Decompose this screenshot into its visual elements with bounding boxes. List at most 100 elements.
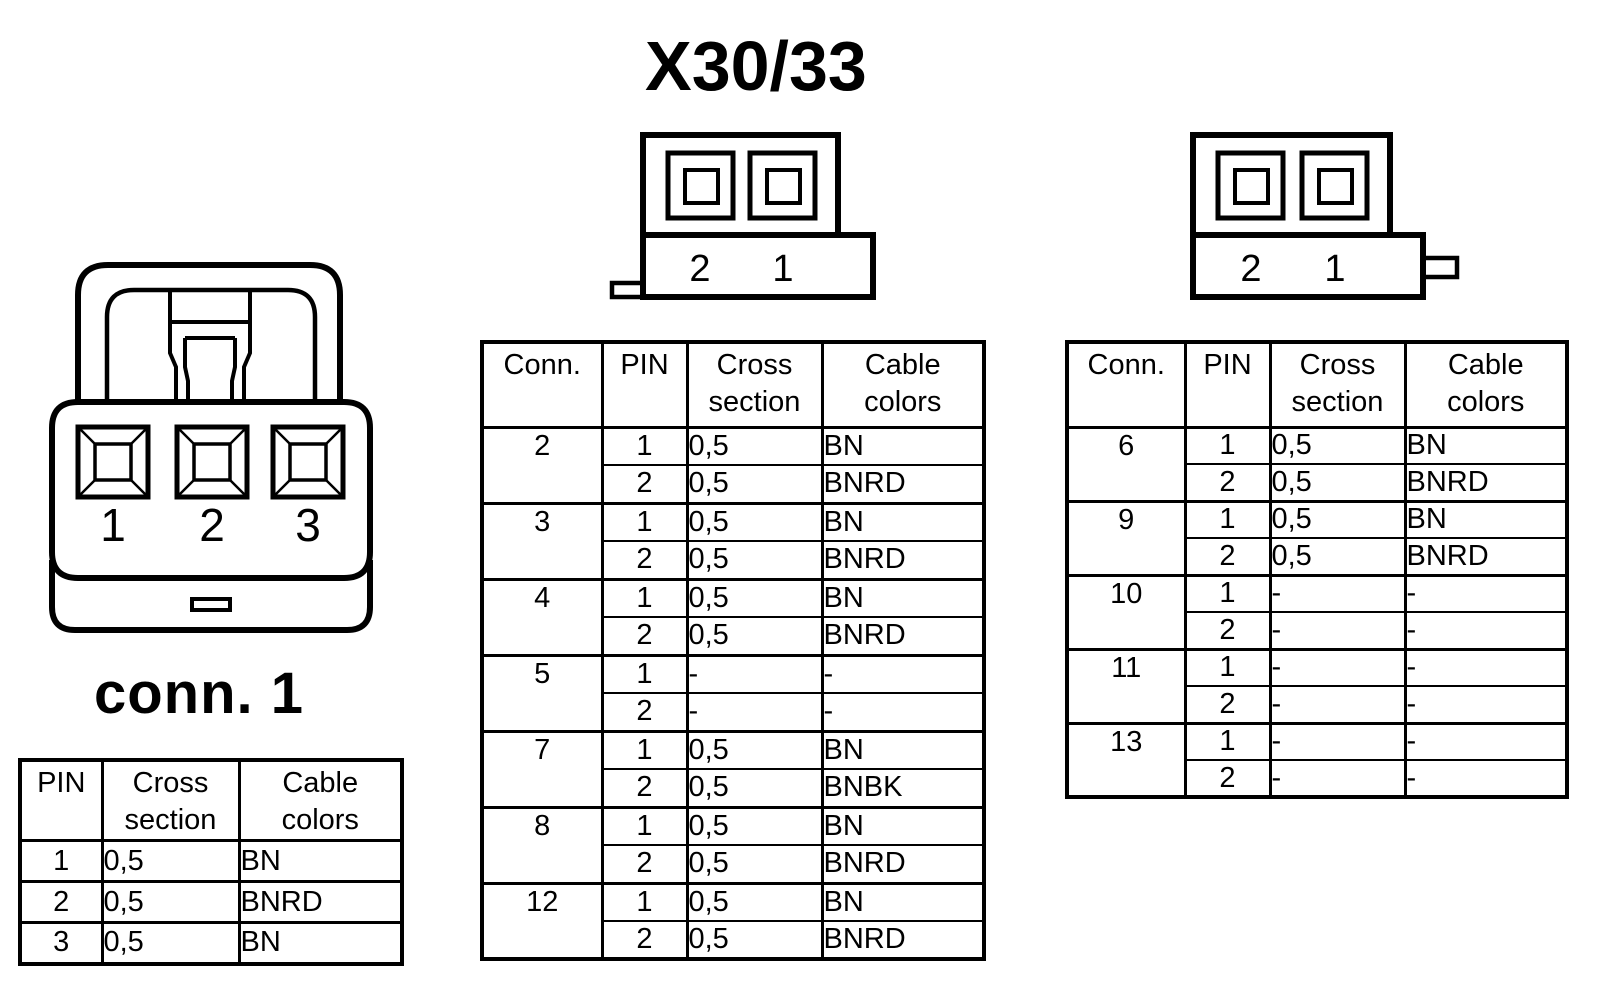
pin-number-label: 1: [100, 499, 126, 551]
latch-tab: [168, 290, 252, 413]
table-row: 3 1 0,5 BN: [480, 501, 986, 581]
center-connector-diagram: 2 1: [609, 132, 876, 300]
cable-cell: BN: [1403, 499, 1569, 539]
pin-cell: 1: [1183, 425, 1272, 465]
cross-header-cell: Cross section: [685, 340, 824, 429]
cross-cell: -: [685, 653, 824, 694]
table-row: 2 0,5 BNBK: [482, 768, 986, 809]
header-row: Conn. PIN Cross section Cable colors: [1065, 340, 1569, 429]
conn1-caption: conn. 1: [94, 661, 305, 726]
pin-number-label: 2: [199, 499, 225, 551]
right-pin-table: Conn. PIN Cross section Cable colors 6 1…: [1065, 340, 1569, 799]
pin-cell: 2: [600, 920, 689, 961]
cross-cell: -: [1268, 759, 1407, 799]
cross-cell: -: [1268, 573, 1407, 613]
cable-header-cell: Cable colors: [1403, 340, 1569, 429]
cross-cell: 0,5: [100, 921, 241, 965]
cross-cell: 0,5: [1268, 537, 1407, 577]
cross-cell: 0,5: [685, 616, 824, 657]
conn-cell: 8: [480, 805, 604, 885]
cross-cell: 0,5: [685, 729, 824, 770]
pin-cell: 1: [600, 805, 689, 846]
cable-cell: BN: [237, 921, 404, 965]
cable-cell: BNRD: [1403, 463, 1569, 503]
pin-cell: 2: [600, 616, 689, 657]
cross-cell: 0,5: [685, 768, 824, 809]
cable-cell: BNRD: [237, 880, 404, 924]
table-row: 11 1 - -: [1065, 647, 1569, 725]
pin-hole-2: [174, 424, 250, 500]
table-row: 2 0,5 BNRD: [482, 616, 986, 657]
cross-cell: 0,5: [685, 425, 824, 466]
cable-cell: BNBK: [820, 768, 986, 809]
cable-cell: BN: [820, 577, 986, 618]
table-row: 2 - -: [482, 692, 986, 733]
table-row: 10 1 - -: [1065, 573, 1569, 651]
cable-cell: -: [1403, 611, 1569, 651]
pin-cell: 1: [18, 839, 104, 883]
cross-cell: 0,5: [100, 880, 241, 924]
cable-cell: BN: [1403, 425, 1569, 465]
conn-cell: 3: [480, 501, 604, 581]
cross-cell: -: [1268, 611, 1407, 651]
table-row: 8 1 0,5 BN: [480, 805, 986, 885]
cross-cell: 0,5: [685, 881, 824, 922]
conn-cell: 7: [480, 729, 604, 809]
cable-cell: BNRD: [820, 920, 986, 961]
table-row: 3 0,5 BN: [18, 921, 404, 965]
pin-cell: 1: [1183, 721, 1272, 761]
cross-cell: -: [1268, 685, 1407, 725]
pin-cell: 2: [600, 540, 689, 581]
cable-cell: -: [1403, 647, 1569, 687]
conn1-table: PIN Cross section Cable colors 1 0,5 BN …: [18, 758, 404, 966]
cable-cell: BNRD: [1403, 537, 1569, 577]
cable-cell: BNRD: [820, 844, 986, 885]
conn-cell: 6: [1065, 425, 1187, 503]
pin-hole-1: [747, 150, 818, 221]
conn-cell: 2: [480, 425, 604, 505]
cable-cell: BN: [237, 839, 404, 883]
conn-cell: 12: [480, 881, 604, 961]
center-pin-table: Conn. PIN Cross section Cable colors 2 1…: [480, 340, 986, 961]
conn-header-cell: Conn.: [480, 340, 604, 429]
table-row: 2 1 0,5 BN: [480, 425, 986, 505]
pin-number-label: 3: [295, 499, 321, 551]
cable-cell: -: [820, 692, 986, 733]
cable-cell: -: [1403, 759, 1569, 799]
cable-cell: BN: [820, 881, 986, 922]
cross-header-cell: Cross section: [100, 758, 241, 842]
cross-cell: -: [1268, 647, 1407, 687]
pin-hole-2: [1215, 150, 1286, 221]
cross-cell: 0,5: [685, 805, 824, 846]
cross-cell: 0,5: [1268, 499, 1407, 539]
cable-cell: BN: [820, 729, 986, 770]
pin-hole-1: [75, 424, 151, 500]
table-row: 13 1 - -: [1065, 721, 1569, 799]
cross-cell: 0,5: [100, 839, 241, 883]
cable-cell: -: [1403, 573, 1569, 613]
pin-cell: 2: [600, 692, 689, 733]
table-row: 9 1 0,5 BN: [1065, 499, 1569, 577]
cable-cell: BNRD: [820, 616, 986, 657]
body-slot: [190, 597, 232, 612]
header-row: PIN Cross section Cable colors: [18, 758, 404, 842]
conn-cell: 4: [480, 577, 604, 657]
pin-cell: 2: [18, 880, 104, 924]
table-row: 2 0,5 BNRD: [482, 844, 986, 885]
table-row: 2 - -: [1067, 611, 1569, 651]
pin-cell: 2: [1183, 537, 1272, 577]
conn-cell: 9: [1065, 499, 1187, 577]
table-row: 4 1 0,5 BN: [480, 577, 986, 657]
cable-cell: -: [820, 653, 986, 694]
cross-cell: -: [685, 692, 824, 733]
cable-cell: BN: [820, 425, 986, 466]
cross-cell: 0,5: [685, 844, 824, 885]
conn1-connector-diagram: 1 2 3: [49, 262, 373, 633]
pin-cell: 1: [1183, 499, 1272, 539]
pin-cell: 2: [1183, 759, 1272, 799]
table-row: 2 0,5 BNRD: [1067, 463, 1569, 503]
pin-cell: 2: [600, 464, 689, 505]
cable-cell: -: [1403, 721, 1569, 761]
pin-hole-1: [1299, 150, 1370, 221]
cross-cell: 0,5: [1268, 463, 1407, 503]
